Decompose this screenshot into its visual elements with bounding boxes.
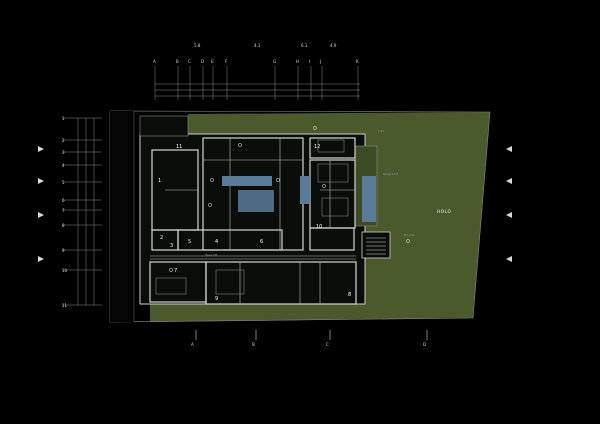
left-grid-labels: 1 2 3 4 5 6 7 8 9 10 11: [62, 116, 68, 308]
section-marker-icon-right: [506, 146, 512, 262]
svg-text:Pro-wall: Pro-wall: [404, 233, 415, 237]
room-8-label: 8: [348, 292, 351, 298]
svg-text:10: 10: [62, 268, 68, 273]
svg-text:C: C: [188, 59, 191, 64]
svg-text:4.9: 4.9: [330, 43, 337, 48]
room-9-label: 9: [215, 296, 218, 302]
svg-text:1.25: 1.25: [378, 129, 384, 133]
bottom-section-labels: A B C D: [191, 342, 426, 347]
svg-text:3: 3: [62, 150, 65, 155]
svg-text:I: I: [309, 59, 310, 64]
dimension-ticks: 1.25 Range 10.9 Pro-wall hkore W5: [205, 129, 415, 257]
svg-text:2: 2: [62, 138, 65, 143]
svg-text:B: B: [176, 59, 179, 64]
room-6-label: 6: [260, 239, 263, 245]
svg-text:A: A: [191, 342, 194, 347]
street-strip: [110, 111, 134, 322]
glass-pane-right: [362, 176, 376, 222]
svg-text:8: 8: [62, 223, 65, 228]
building-upper-left: [139, 115, 189, 137]
room-12-label: 12: [314, 144, 320, 150]
room-7-label: 7: [174, 268, 177, 274]
svg-text:1: 1: [62, 116, 65, 121]
fixture-lines: [155, 139, 349, 295]
svg-text:hkore W5: hkore W5: [205, 253, 218, 257]
svg-text:D: D: [201, 59, 204, 64]
svg-text:H: H: [296, 59, 299, 64]
left-grid-axis: [62, 117, 102, 306]
room-11-label: 11: [176, 144, 182, 150]
section-marker-icon-bottom: [195, 330, 428, 340]
room-4-label: 4: [215, 239, 218, 245]
wall-details: [150, 138, 356, 304]
top-grid-groups: 5.8 4.1 6.1 4.9: [194, 43, 337, 48]
room-10-label: 10: [316, 224, 322, 230]
stair-core: [361, 231, 391, 259]
svg-text:Range 10.9: Range 10.9: [383, 172, 398, 176]
svg-text:6.1: 6.1: [301, 43, 308, 48]
svg-text:C: C: [326, 342, 329, 347]
room-2-label: 2: [160, 235, 163, 241]
top-grid-labels: A B C D E F G H I J K: [153, 59, 359, 64]
room-3-label: 3: [170, 243, 173, 249]
room-1-label: 1: [158, 178, 161, 184]
stair-icon: [366, 237, 386, 255]
svg-text:11: 11: [62, 303, 68, 308]
svg-text:9: 9: [62, 248, 65, 253]
glass-pane-mid: [300, 176, 310, 204]
svg-text:B: B: [252, 342, 255, 347]
svg-text:D: D: [423, 342, 426, 347]
svg-text:4: 4: [62, 163, 65, 168]
svg-text:5: 5: [62, 180, 65, 185]
svg-text:G: G: [273, 59, 276, 64]
level-marker-icon: [169, 126, 410, 272]
svg-text:A: A: [153, 59, 156, 64]
building-footprint: [139, 133, 366, 305]
glass-pane-center-low: [238, 190, 274, 212]
top-grid-axis: [154, 66, 360, 100]
svg-text:6: 6: [62, 198, 65, 203]
svg-text:E: E: [211, 59, 214, 64]
svg-text:F: F: [225, 59, 228, 64]
svg-text:5.8: 5.8: [194, 43, 201, 48]
svg-text:J: J: [319, 59, 321, 64]
room-5-label: 5: [188, 239, 191, 245]
hold-label: HOLD: [437, 209, 451, 215]
svg-text:4.1: 4.1: [254, 43, 261, 48]
glass-pane-center: [222, 176, 272, 186]
svg-text:7: 7: [62, 208, 65, 213]
section-marker-icon: [38, 146, 44, 262]
svg-text:K: K: [356, 59, 359, 64]
